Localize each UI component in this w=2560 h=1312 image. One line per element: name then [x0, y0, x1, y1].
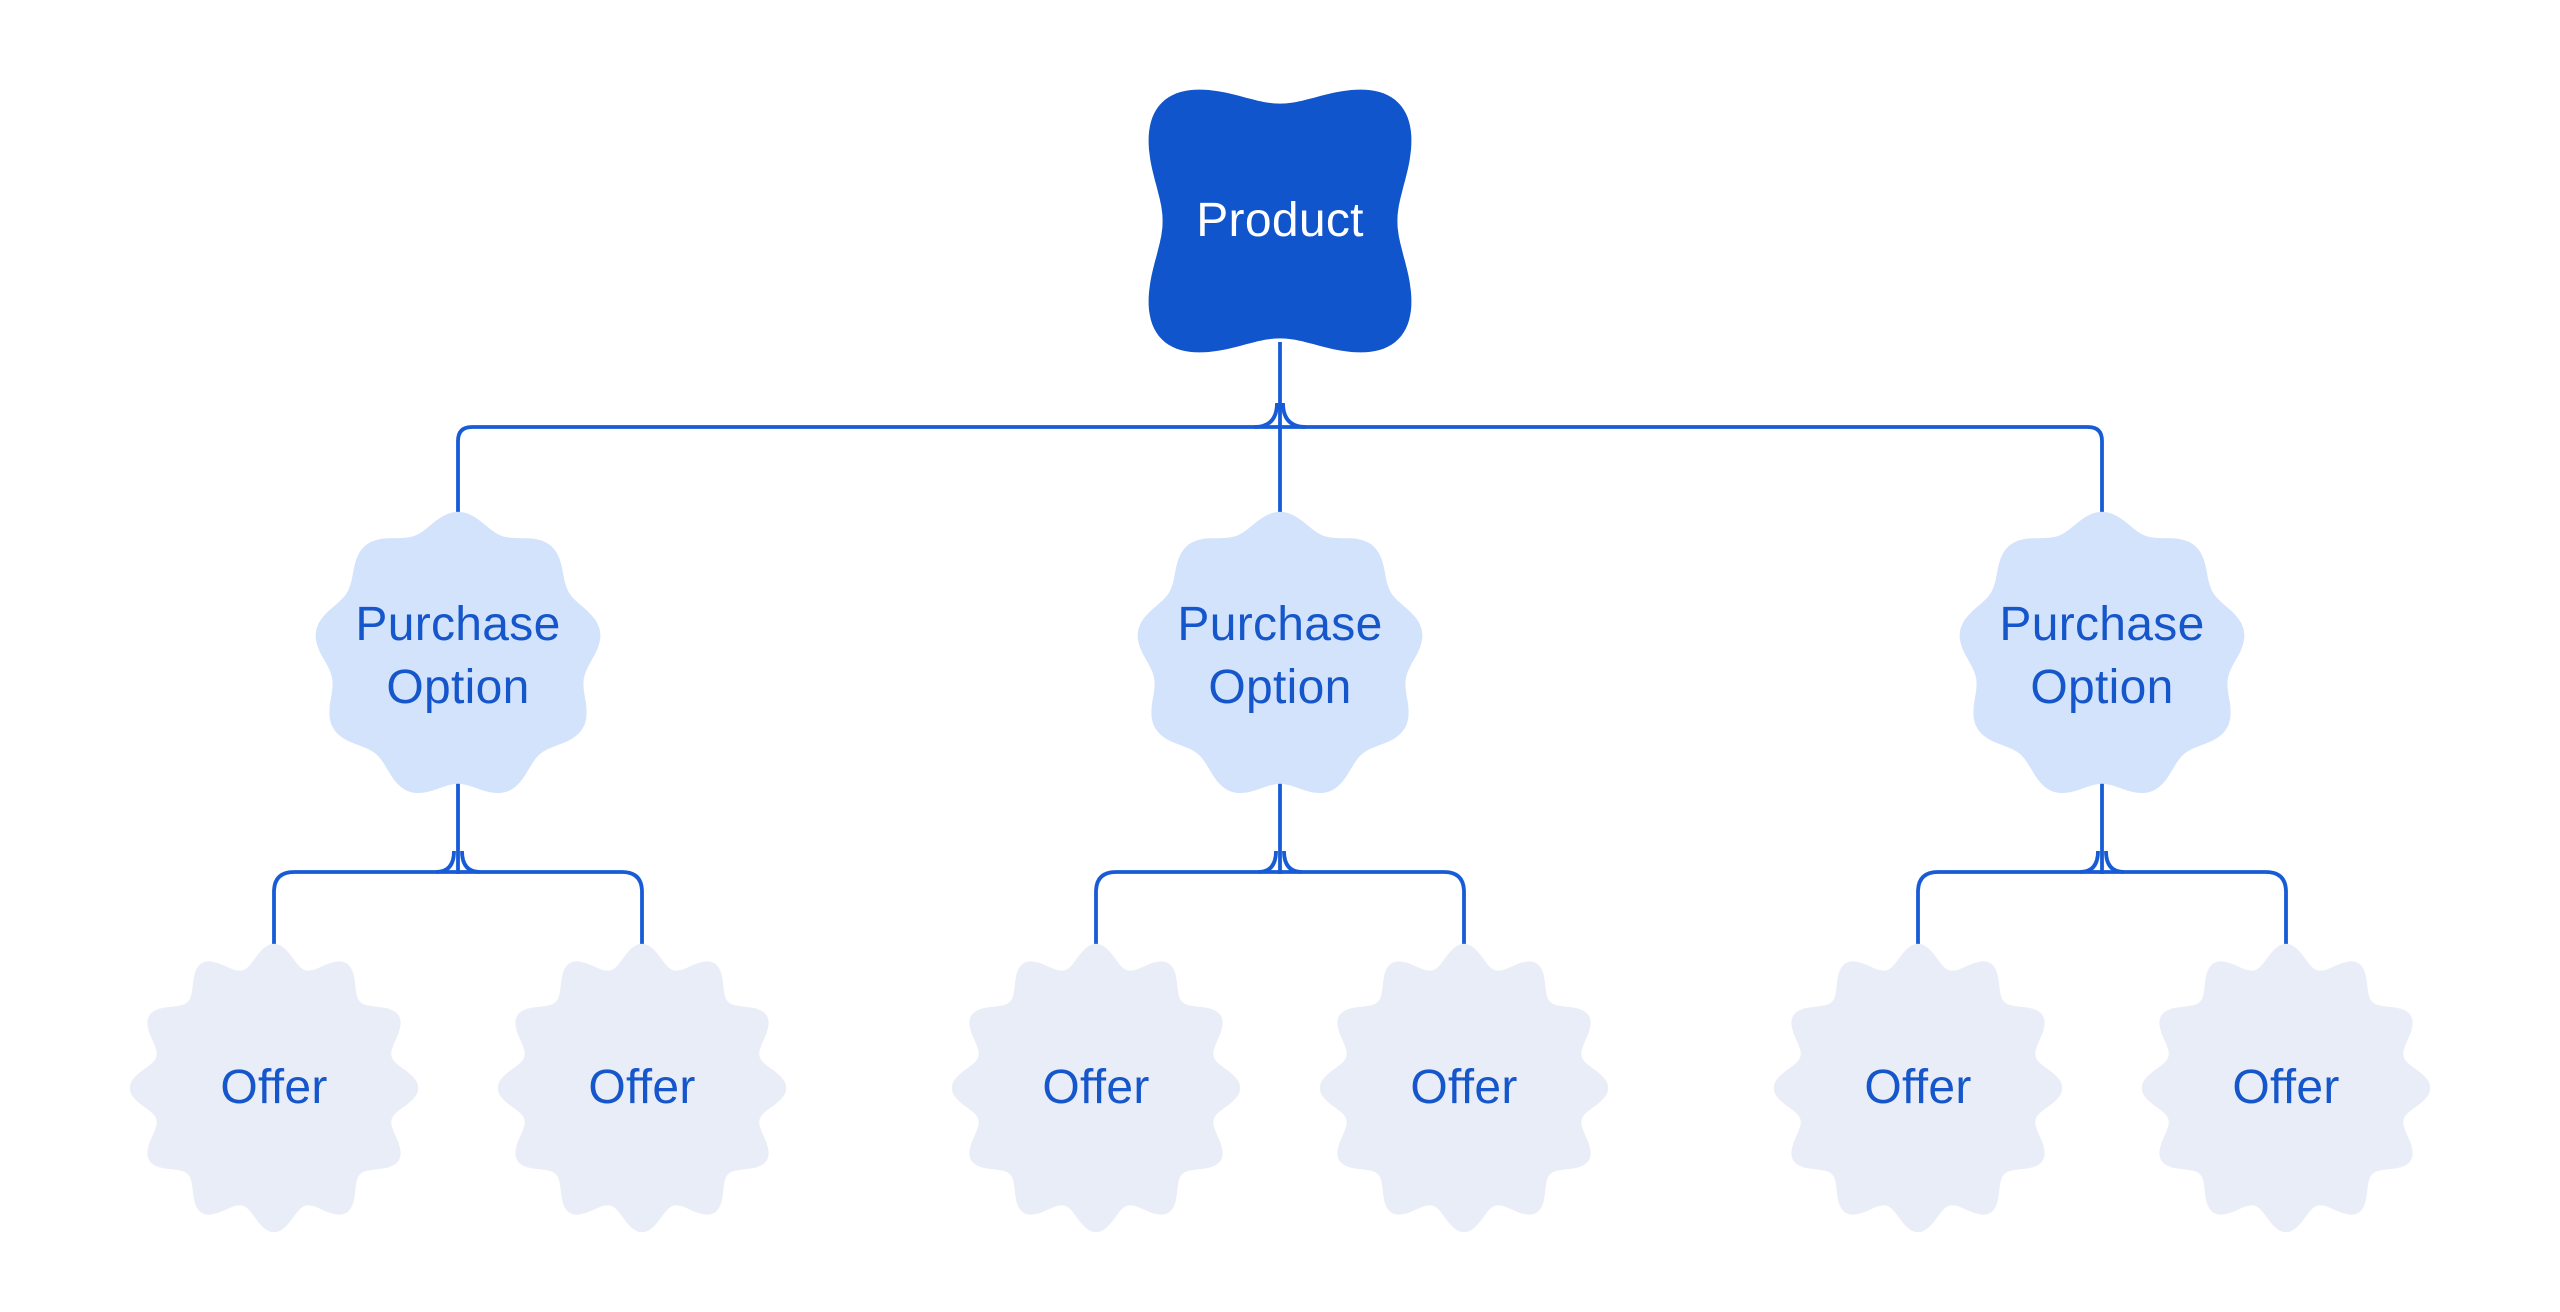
offer-blob-shape	[129, 943, 419, 1233]
offer-blob	[129, 943, 419, 1233]
offer-label-4: Offer	[1410, 1061, 1518, 1115]
connector-g1-fillet-left	[435, 850, 456, 874]
connector-g3-fillet-right	[2104, 850, 2125, 874]
connector-g2-fillet-right	[1282, 850, 1303, 874]
offer-label-2: Offer	[588, 1061, 696, 1115]
purchase-option-label-3: Purchase Option	[1999, 597, 2205, 714]
connector-g1-fillet-right	[460, 850, 481, 874]
offer-label-3: Offer	[1042, 1061, 1150, 1115]
purchase-option-label-2: Purchase Option	[1177, 597, 1383, 714]
offer-blob	[2141, 943, 2431, 1233]
purchase-option-blob	[315, 511, 601, 794]
offer-blob	[1319, 943, 1609, 1233]
purchase-option-blob	[1137, 511, 1423, 794]
purchase-option-blob-shape	[1959, 511, 2245, 794]
purchase-option-node-1: Purchase Option	[308, 506, 608, 806]
offer-blob	[951, 943, 1241, 1233]
connector-l1-fillet-left	[1253, 402, 1279, 429]
offer-blob	[1773, 943, 2063, 1233]
product-node: Product	[1130, 71, 1430, 371]
offer-label-6: Offer	[2232, 1061, 2340, 1115]
offer-node-3: Offer	[946, 938, 1246, 1238]
purchase-option-blob	[1959, 511, 2245, 794]
purchase-option-blob-shape	[1137, 511, 1423, 794]
connector-g2-bar	[1094, 870, 1466, 950]
offer-label-1: Offer	[220, 1061, 328, 1115]
connector-g2-fillet-left	[1257, 850, 1278, 874]
connector-g1-bar	[272, 870, 644, 950]
connector-g3-fillet-left	[2079, 850, 2100, 874]
purchase-option-blob-shape	[315, 511, 601, 794]
offer-node-6: Offer	[2136, 938, 2436, 1238]
offer-node-5: Offer	[1768, 938, 2068, 1238]
offer-node-4: Offer	[1314, 938, 1614, 1238]
purchase-option-node-3: Purchase Option	[1952, 506, 2252, 806]
offer-blob-shape	[1773, 943, 2063, 1233]
product-node-label: Product	[1196, 194, 1364, 248]
connector-l1-fillet-right	[1281, 402, 1307, 429]
offer-blob-shape	[497, 943, 787, 1233]
purchase-option-label-1: Purchase Option	[355, 597, 561, 714]
connector-g3-bar	[1916, 870, 2288, 950]
product-blob	[1148, 89, 1412, 353]
offer-node-1: Offer	[124, 938, 424, 1238]
offer-blob-shape	[2141, 943, 2431, 1233]
offer-node-2: Offer	[492, 938, 792, 1238]
product-blob-shape	[1148, 89, 1412, 353]
purchase-option-node-2: Purchase Option	[1130, 506, 1430, 806]
offer-blob-shape	[951, 943, 1241, 1233]
offer-blob-shape	[1319, 943, 1609, 1233]
offer-label-5: Offer	[1864, 1061, 1972, 1115]
offer-blob	[497, 943, 787, 1233]
